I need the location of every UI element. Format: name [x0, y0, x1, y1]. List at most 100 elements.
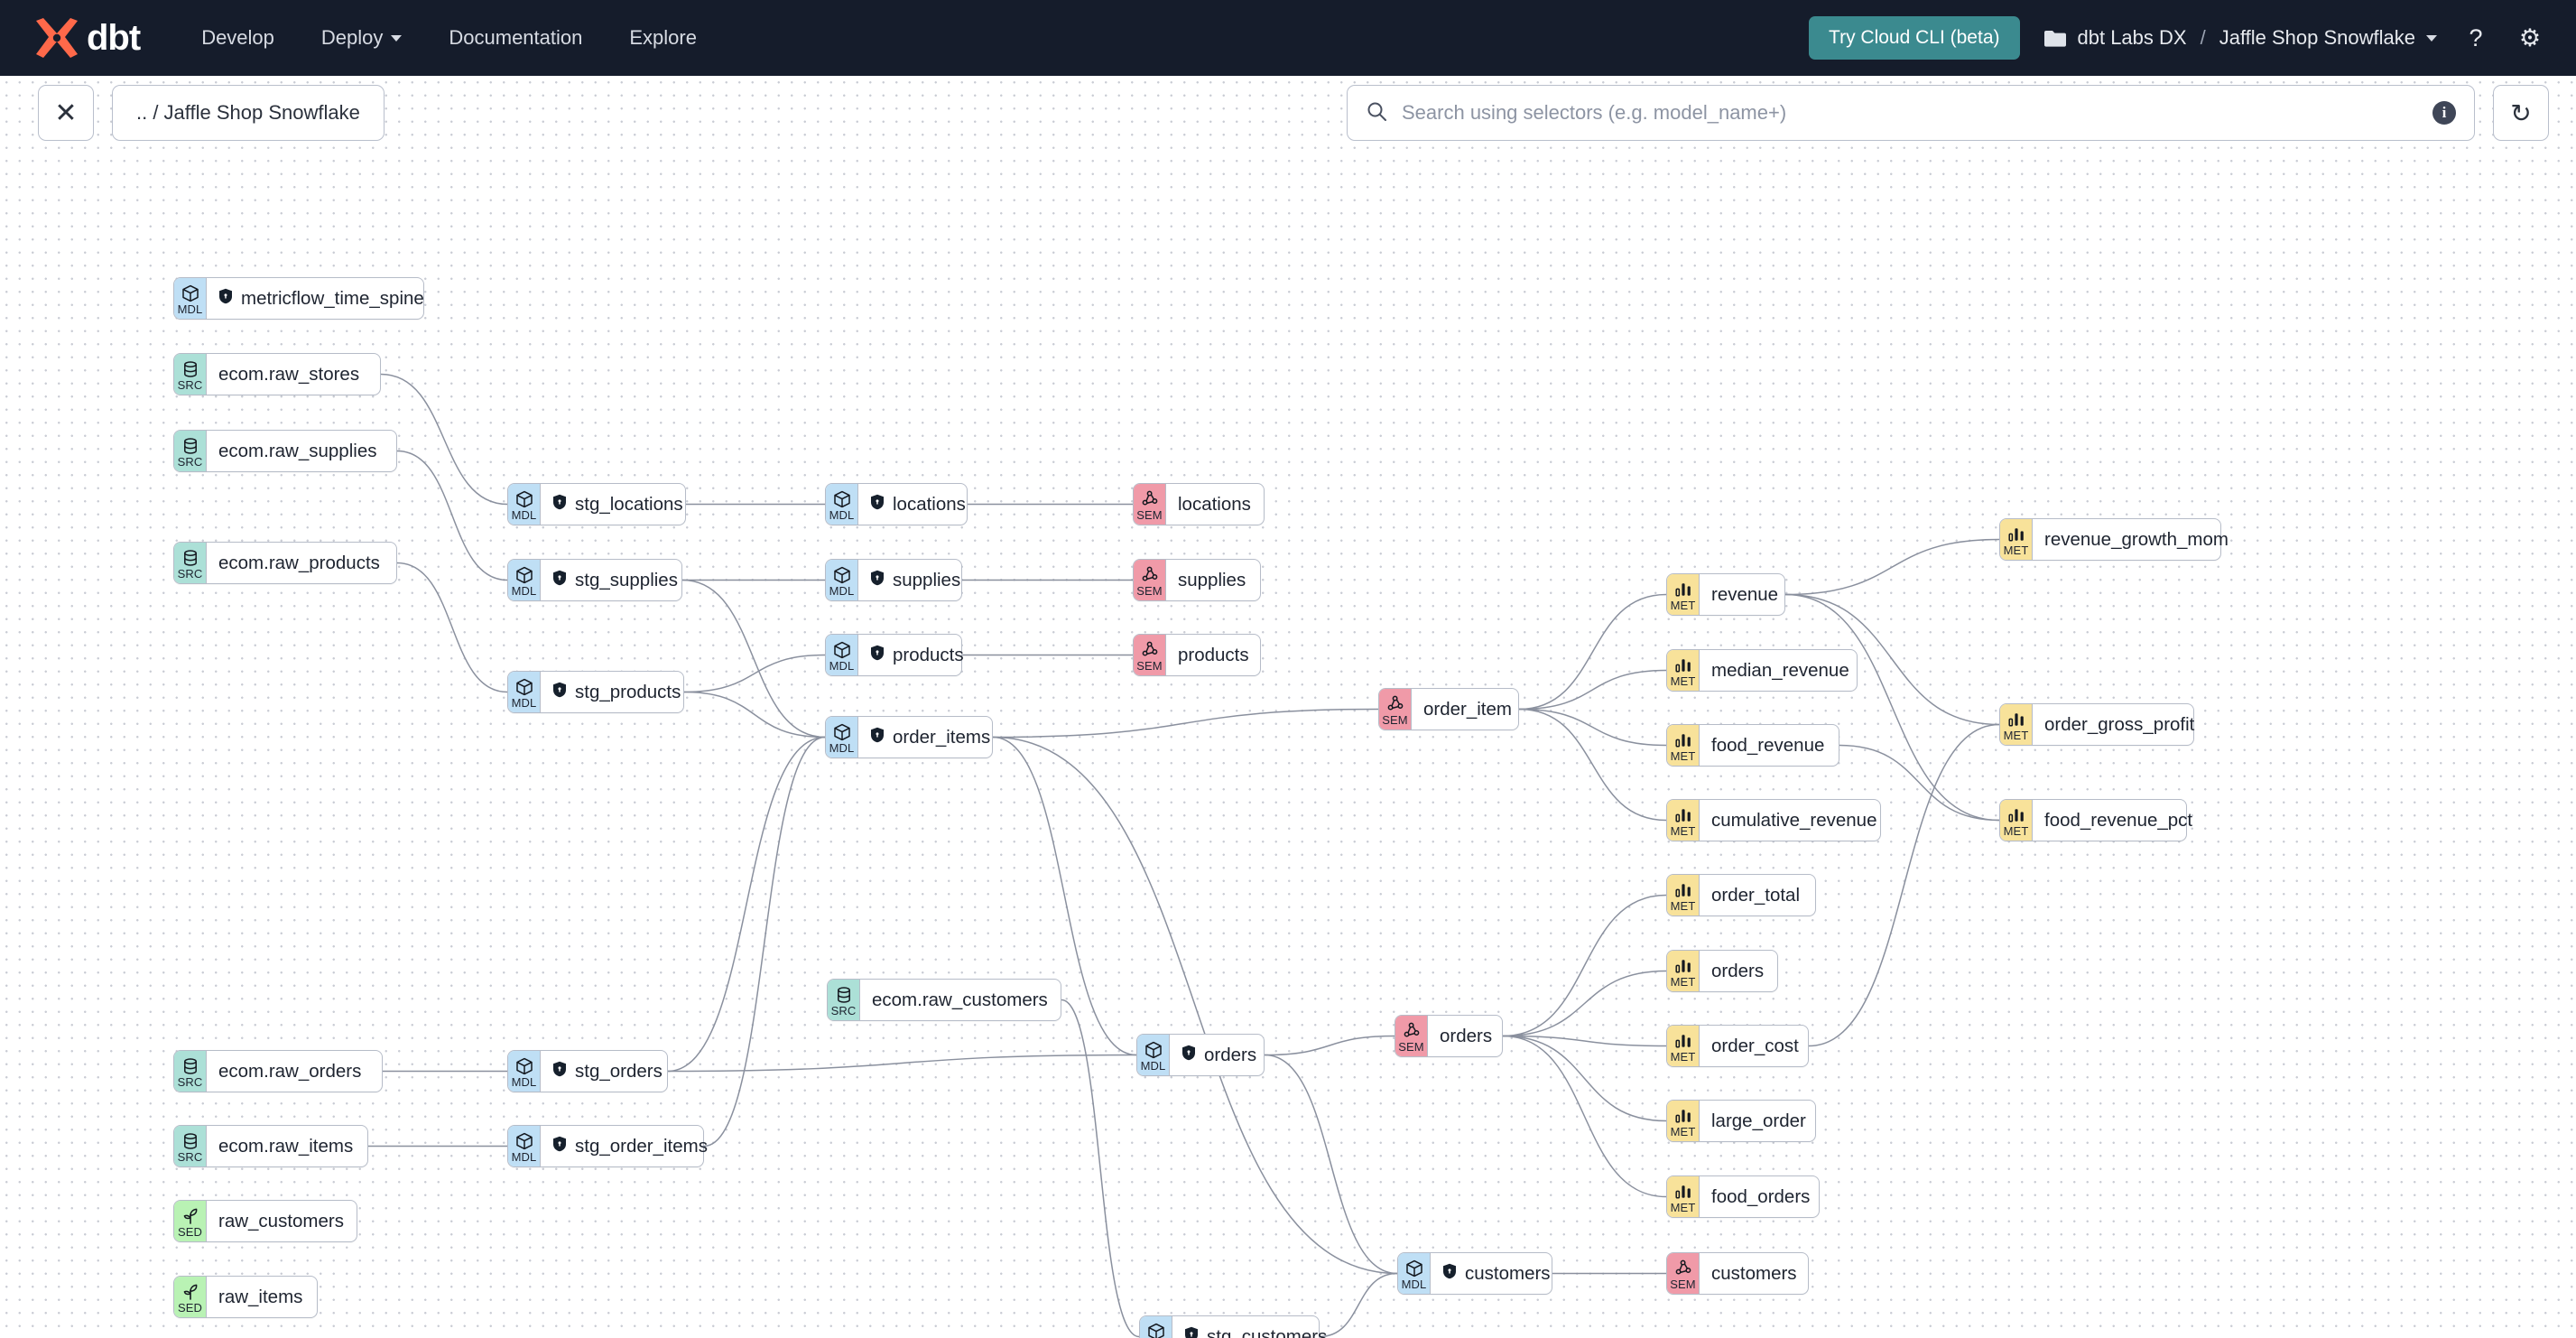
close-icon[interactable]: ✕ [38, 85, 94, 141]
node-name: large_order [1711, 1110, 1806, 1131]
refresh-icon[interactable]: ↻ [2493, 85, 2549, 141]
node-name: food_revenue_pct [2044, 809, 2193, 831]
lineage-node-sem_order_item[interactable]: SEM order_item [1378, 688, 1519, 730]
node-name: median_revenue [1711, 659, 1849, 681]
met-badge: MET [1667, 951, 1700, 991]
node-name: order_item [1423, 698, 1512, 720]
search-input[interactable] [1402, 101, 2418, 125]
nav-link-deploy[interactable]: Deploy [298, 17, 425, 59]
try-cloud-cli-button[interactable]: Try Cloud CLI (beta) [1809, 16, 2020, 60]
met-type-icon [1674, 1107, 1692, 1125]
node-type-label: MET [1670, 898, 1696, 913]
brand-home-link[interactable]: dbt [31, 17, 141, 59]
mdl-type-icon [1405, 1259, 1423, 1278]
src-badge: SRC [174, 543, 207, 583]
lineage-node-sem_orders[interactable]: SEM orders [1395, 1015, 1503, 1057]
node-label-wrap: ecom.raw_customers [860, 980, 1061, 1020]
contract-shield-icon [1184, 1326, 1199, 1338]
src-type-icon [181, 1057, 199, 1075]
project-chevron-down-icon[interactable] [2426, 34, 2437, 42]
node-label-wrap: ecom.raw_stores [207, 354, 373, 395]
node-name: orders [1440, 1025, 1493, 1046]
node-type-label: MET [1670, 674, 1696, 688]
gear-icon[interactable]: ⚙ [2518, 23, 2542, 51]
nav-link-explore[interactable]: Explore [606, 17, 720, 59]
search-bar[interactable]: i [1347, 85, 2475, 141]
sem-badge: SEM [1134, 560, 1166, 600]
mdl-type-icon [515, 490, 533, 508]
account-project-breadcrumb[interactable]: dbt Labs DX / Jaffle Shop Snowflake [2043, 26, 2437, 50]
node-label-wrap: ecom.raw_items [207, 1126, 366, 1166]
node-type-label: SRC [177, 1149, 203, 1164]
breadcrumb[interactable]: .. / Jaffle Shop Snowflake [112, 85, 385, 141]
node-type-label: MDL [829, 740, 855, 755]
node-type-label: MDL [511, 695, 537, 710]
sem-type-icon [1141, 566, 1159, 584]
src-type-icon [181, 549, 199, 567]
node-label-wrap: ecom.raw_orders [207, 1051, 375, 1092]
nav-link-develop[interactable]: Develop [178, 17, 298, 59]
lineage-node-met_large_order[interactable]: MET large_order [1666, 1100, 1816, 1142]
node-name: stg_products [575, 681, 681, 702]
lineage-node-met_median_revenue[interactable]: MET median_revenue [1666, 649, 1858, 692]
contract-shield-icon [870, 494, 885, 516]
node-name: stg_orders [575, 1060, 663, 1082]
node-type-label: MDL [829, 583, 855, 598]
node-type-label: SEM [1670, 1277, 1696, 1291]
lineage-edge [1784, 538, 2000, 596]
sem-badge: SEM [1395, 1016, 1428, 1056]
lineage-edge [396, 562, 508, 693]
contract-shield-icon [218, 288, 233, 310]
lineage-node-ecom_raw_items[interactable]: SRC ecom.raw_items [173, 1125, 368, 1167]
lineage-edge [1319, 1272, 1398, 1338]
contract-shield-icon [1181, 1045, 1196, 1066]
node-label-wrap: stg_products [541, 672, 694, 712]
node-type-label: SRC [177, 454, 203, 469]
info-icon[interactable]: i [2432, 101, 2456, 125]
node-type-label: MET [1670, 1200, 1696, 1214]
lineage-edge [1502, 1035, 1667, 1047]
src-badge: SRC [828, 980, 860, 1020]
folder-icon [2043, 29, 2067, 48]
nav-link-documentation[interactable]: Documentation [425, 17, 606, 59]
lineage-node-stg_products[interactable]: MDL stg_products [507, 671, 684, 713]
mdl-badge: MDL [1140, 1316, 1172, 1338]
met-badge: MET [1667, 1101, 1700, 1141]
help-icon[interactable]: ? [2469, 23, 2483, 51]
sem-badge: SEM [1379, 689, 1412, 729]
